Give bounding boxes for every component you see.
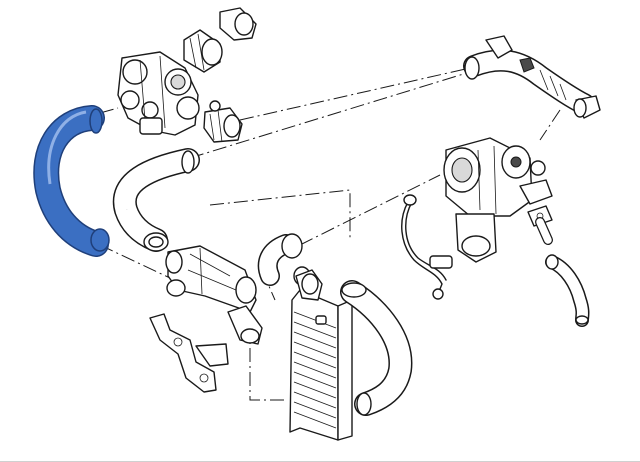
turbo-oil-return-pipe bbox=[527, 205, 553, 245]
assembly-lines bbox=[99, 67, 561, 401]
turbo-outlet-hose bbox=[545, 254, 590, 327]
throttle-body bbox=[117, 51, 200, 136]
assembly-line-hose bbox=[99, 244, 171, 279]
throttle-fitting-upper bbox=[183, 29, 223, 73]
assembly-line-turbo bbox=[299, 174, 441, 246]
intake-hose[interactable] bbox=[33, 105, 110, 257]
intercooler-outlet-hose bbox=[340, 280, 413, 416]
assembly-line-bracket bbox=[249, 300, 285, 401]
intercooler bbox=[289, 269, 353, 441]
assembly-line-turbo-pipe bbox=[539, 109, 561, 141]
assembly-line-throttle bbox=[239, 67, 471, 121]
lower-intake-pipe bbox=[165, 245, 263, 345]
assembly-line-turbo-intake bbox=[189, 71, 471, 159]
throttle-clip-top bbox=[219, 7, 257, 41]
oil-feed-line bbox=[401, 194, 453, 300]
upper-air-duct bbox=[112, 148, 200, 252]
throttle-fitting-lower bbox=[203, 100, 243, 143]
assembly-line-intercooler bbox=[209, 189, 351, 240]
turbo-intake-pipe bbox=[463, 35, 601, 119]
mounting-bracket bbox=[149, 313, 229, 393]
turbocharger bbox=[443, 137, 553, 263]
